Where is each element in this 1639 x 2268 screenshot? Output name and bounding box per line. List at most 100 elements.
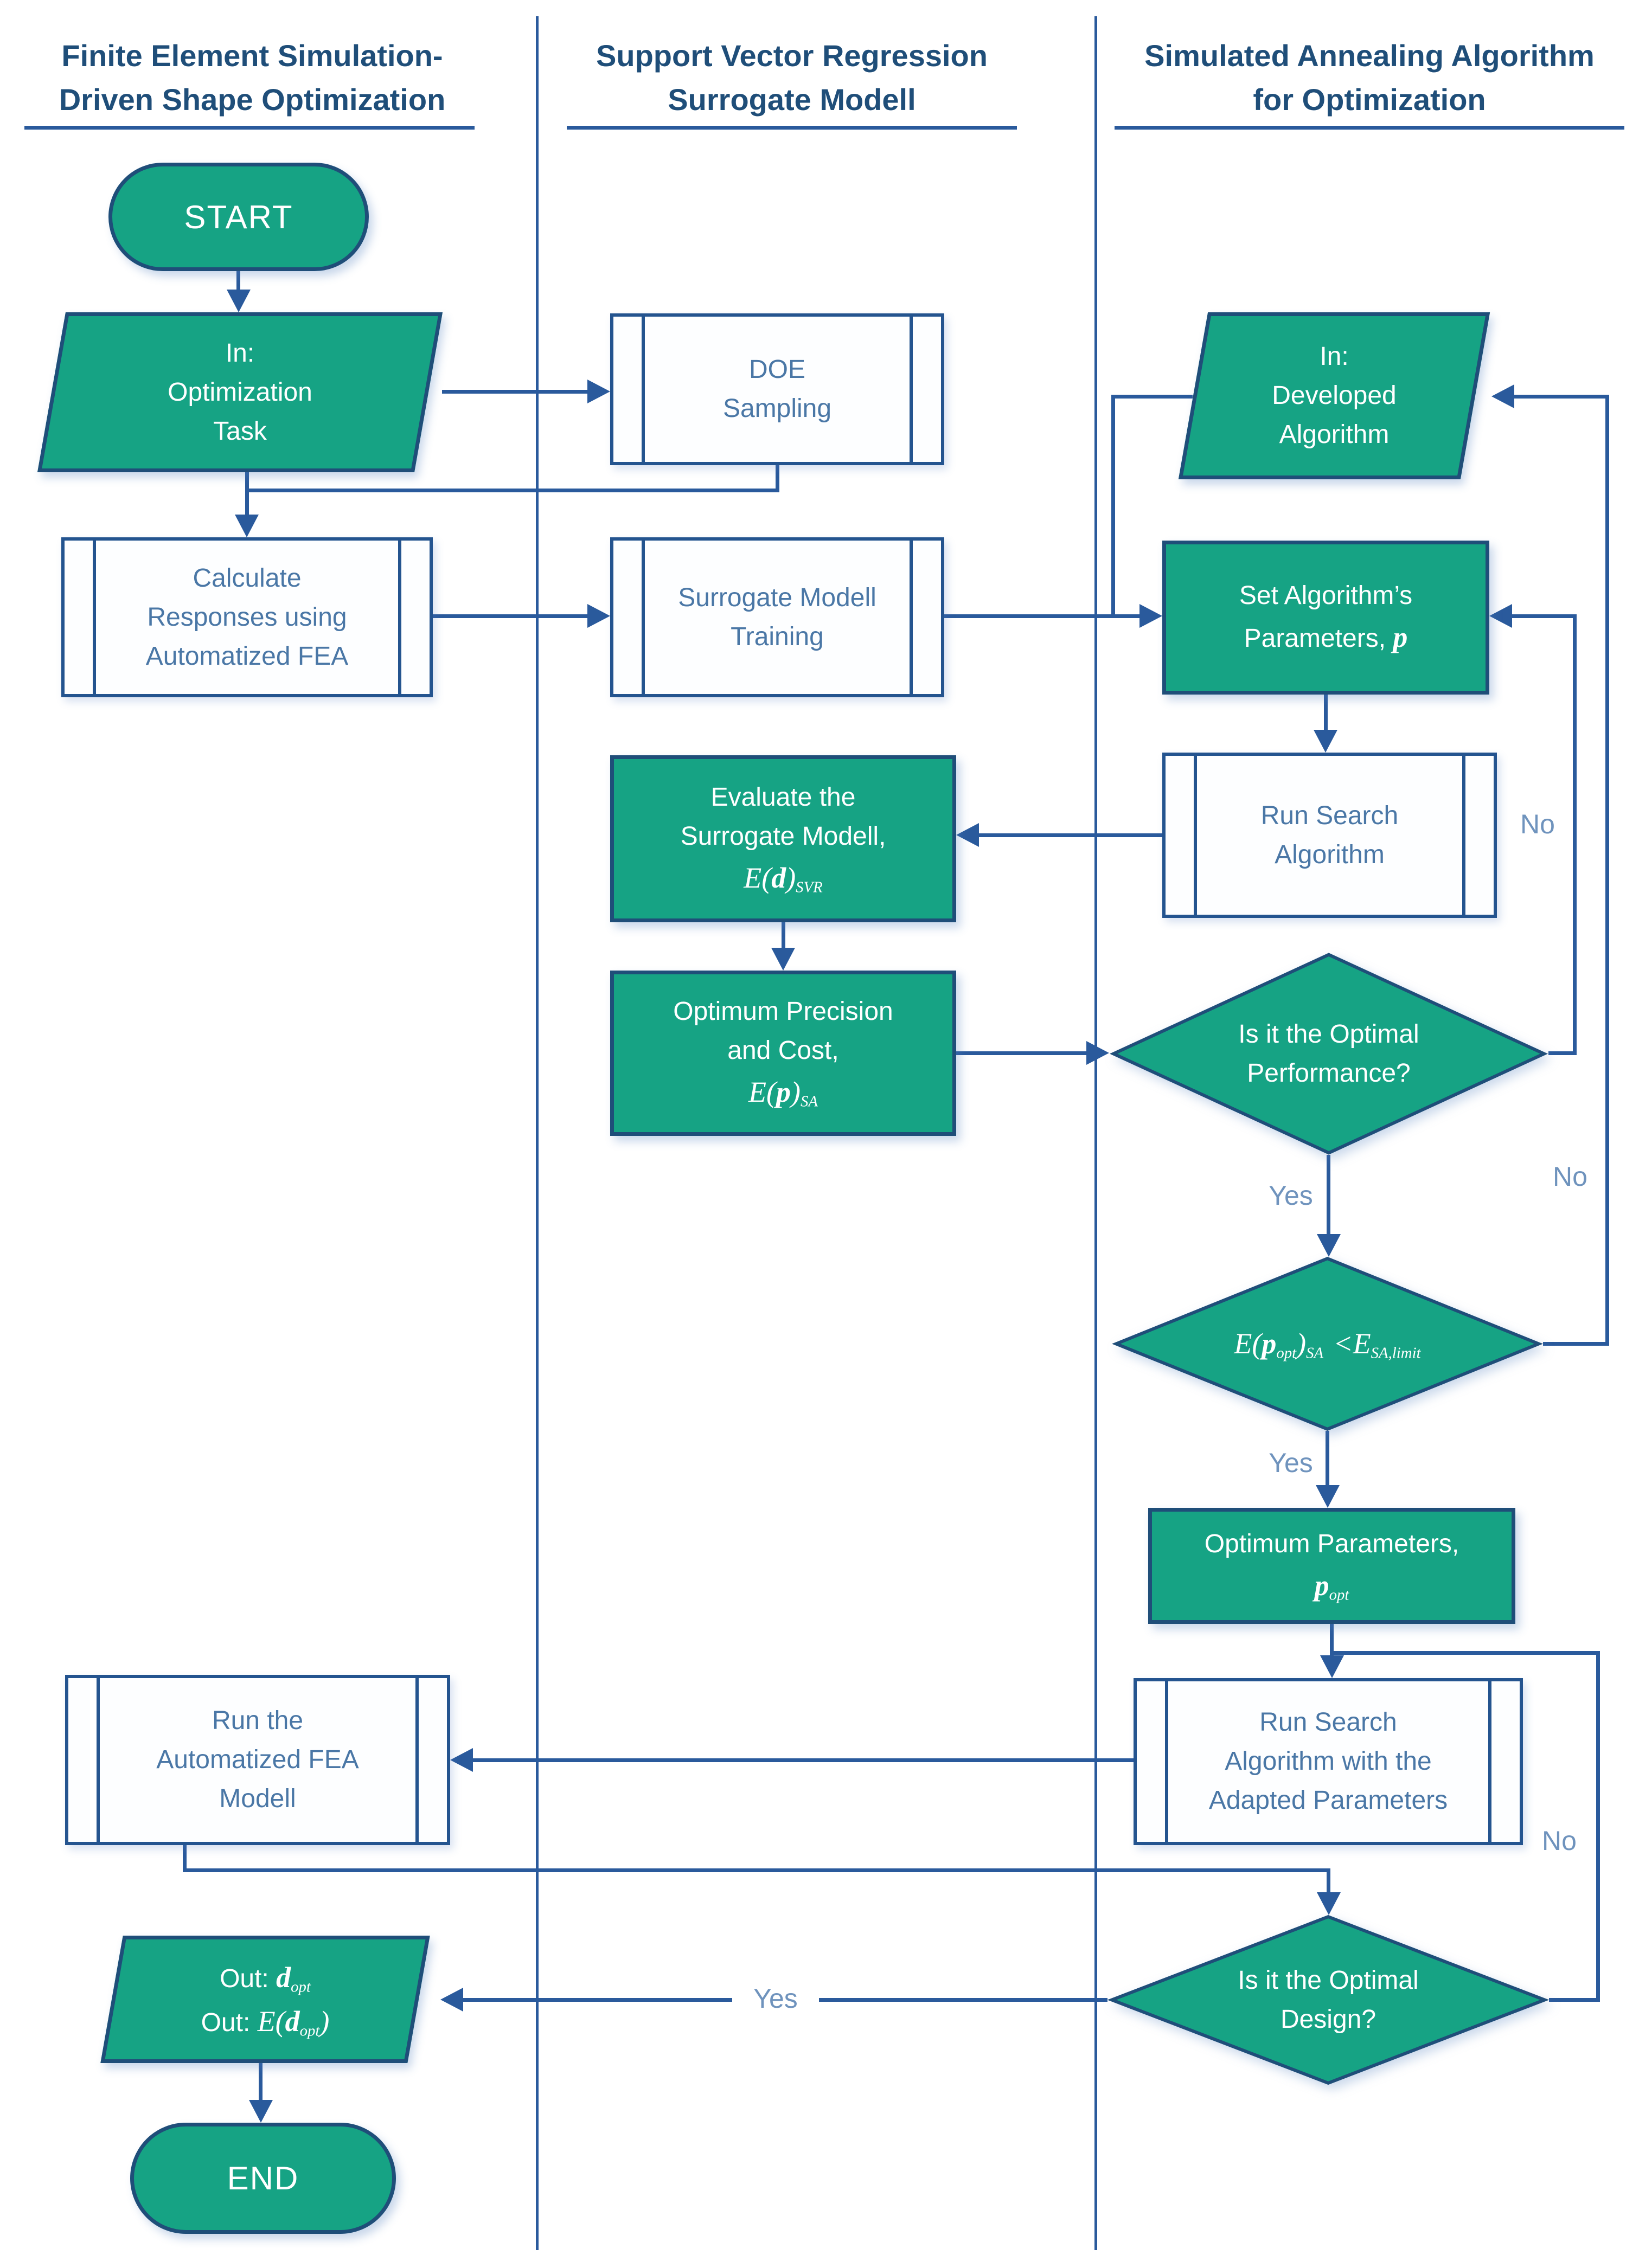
math-var-d: d <box>276 1961 291 1994</box>
connector-segment <box>245 489 779 492</box>
edge-label-yes-performance: Yes <box>1269 1180 1313 1211</box>
node-label-line: Optimum Parameters, <box>1204 1529 1459 1558</box>
math-subscript: SA,limit <box>1371 1344 1421 1362</box>
arrowhead <box>440 1988 463 2012</box>
node-label-line: Algorithm <box>1279 420 1390 449</box>
node-label-line: Responses using <box>147 602 347 632</box>
connector-segment <box>1326 1431 1329 1488</box>
math-text: E( <box>1234 1327 1262 1360</box>
predefined-bar <box>1488 1681 1491 1842</box>
node-label-line: Surrogate Modell, <box>680 821 886 851</box>
optimum-precision-process: Optimum Precision and Cost, E(p)SA <box>610 971 956 1136</box>
end-label: END <box>227 2160 299 2196</box>
connector-segment <box>1327 1868 1330 1894</box>
node-label-line: Optimum Precision <box>673 997 893 1026</box>
arrowhead <box>227 290 251 312</box>
lane-divider-2 <box>1094 16 1097 2250</box>
arrowhead <box>1489 604 1512 628</box>
node-label-line: Algorithm <box>1275 840 1385 869</box>
predefined-bar <box>398 541 401 694</box>
node-formula: E(d)SVR <box>744 856 823 900</box>
arrowhead <box>1317 1234 1341 1257</box>
node-label-line: Sampling <box>722 394 832 423</box>
input-developed-algorithm: In: Developed Algorithm <box>1171 312 1497 479</box>
node-label-line: Run Search <box>1259 1708 1397 1737</box>
node-label-line: Evaluate the <box>710 782 856 812</box>
math-text: ) <box>790 1076 801 1108</box>
decision-optimal-performance: Is it the Optimal Performance? <box>1109 953 1548 1155</box>
arrowhead <box>450 1748 473 1772</box>
node-label-line: Training <box>731 622 824 651</box>
node-label-line: Modell <box>219 1784 296 1813</box>
connector-segment <box>1605 395 1609 1346</box>
input-optimization-task: In: Optimization Task <box>30 312 450 472</box>
connector-segment <box>1330 1624 1334 1657</box>
calculate-responses-process: Calculate Responses using Automatized FE… <box>61 537 433 697</box>
edge-label-no-performance: No <box>1520 809 1555 839</box>
predefined-bar <box>910 541 913 694</box>
predefined-bar <box>1165 1681 1168 1842</box>
math-text: E( <box>748 1076 776 1108</box>
predefined-bar <box>1462 756 1465 915</box>
lane-title-line: Support Vector Regression <box>596 38 988 73</box>
lane-title-sa: Simulated Annealing Algorithm for Optimi… <box>1112 34 1627 121</box>
math-text: E( <box>744 861 772 894</box>
node-label-line: In: <box>1320 342 1349 371</box>
connector-segment <box>1514 395 1606 399</box>
node-label-line: Surrogate Modell <box>678 583 876 612</box>
run-search-adapted-process: Run Search Algorithm with the Adapted Pa… <box>1134 1678 1523 1845</box>
connector-segment <box>956 1051 1086 1055</box>
predefined-bar <box>642 317 645 462</box>
connector-segment <box>782 922 785 950</box>
arrowhead <box>235 515 259 537</box>
connector-segment <box>433 614 587 618</box>
edge-label-yes-limit: Yes <box>1269 1448 1313 1478</box>
connector-segment <box>245 492 249 516</box>
node-label-line: Automatized FEA <box>156 1745 359 1774</box>
node-label-line: Is it the Optimal <box>1238 1965 1419 1995</box>
connector-segment <box>236 270 240 292</box>
node-label-line: Performance? <box>1247 1058 1411 1088</box>
lane-title-fea: Finite Element Simulation- Driven Shape … <box>22 34 483 121</box>
lane-title-line: Driven Shape Optimization <box>59 82 446 117</box>
arrowhead <box>1491 384 1514 408</box>
connector-segment <box>183 1868 1330 1872</box>
connector-segment <box>1543 1342 1609 1346</box>
node-label-text: Out: <box>201 2008 258 2037</box>
math-var-p: p <box>1393 620 1408 653</box>
arrowhead <box>1317 1892 1341 1915</box>
node-label-line: Out: dopt <box>220 1956 311 2000</box>
edge-label-no-limit: No <box>1553 1161 1587 1192</box>
predefined-bar <box>910 317 913 462</box>
surrogate-training-process: Surrogate Modell Training <box>610 537 944 697</box>
node-label-line: Parameters, p <box>1244 615 1408 659</box>
start-terminator: START <box>108 163 369 271</box>
set-parameters-process: Set Algorithm’s Parameters, p <box>1162 541 1489 695</box>
connector-segment <box>245 472 249 492</box>
node-label-line: Run Search <box>1260 801 1399 830</box>
math-var-d: d <box>285 2004 300 2038</box>
end-terminator: END <box>130 2123 396 2234</box>
lane-title-line: Surrogate Modell <box>668 82 916 117</box>
optimum-parameters-process: Optimum Parameters, popt <box>1148 1508 1515 1624</box>
start-label: START <box>184 198 293 235</box>
decision-optimal-design: Is it the Optimal Design? <box>1107 1915 1549 2085</box>
math-var-p: p <box>1314 1569 1329 1602</box>
connector-segment <box>776 465 779 492</box>
node-label-line: Run the <box>212 1706 304 1735</box>
connector-segment <box>473 1758 1134 1762</box>
arrowhead <box>1316 1485 1340 1508</box>
node-label-line: Algorithm with the <box>1225 1747 1432 1776</box>
predefined-bar <box>415 1678 419 1842</box>
arrowhead <box>1314 730 1337 753</box>
node-label-line: Calculate <box>193 563 302 593</box>
node-formula: E(p)SA <box>748 1070 818 1114</box>
connector-segment <box>1573 616 1577 1055</box>
edge-label-no-design: No <box>1542 1826 1577 1856</box>
lane-underline <box>567 126 1017 130</box>
math-subscript: opt <box>291 1978 311 1996</box>
math-subscript: SA <box>800 1093 818 1110</box>
edge-label-yes-design: Yes <box>732 1982 819 2015</box>
node-label-line: Set Algorithm’s <box>1239 581 1413 610</box>
node-label-line: Design? <box>1280 2004 1376 2034</box>
